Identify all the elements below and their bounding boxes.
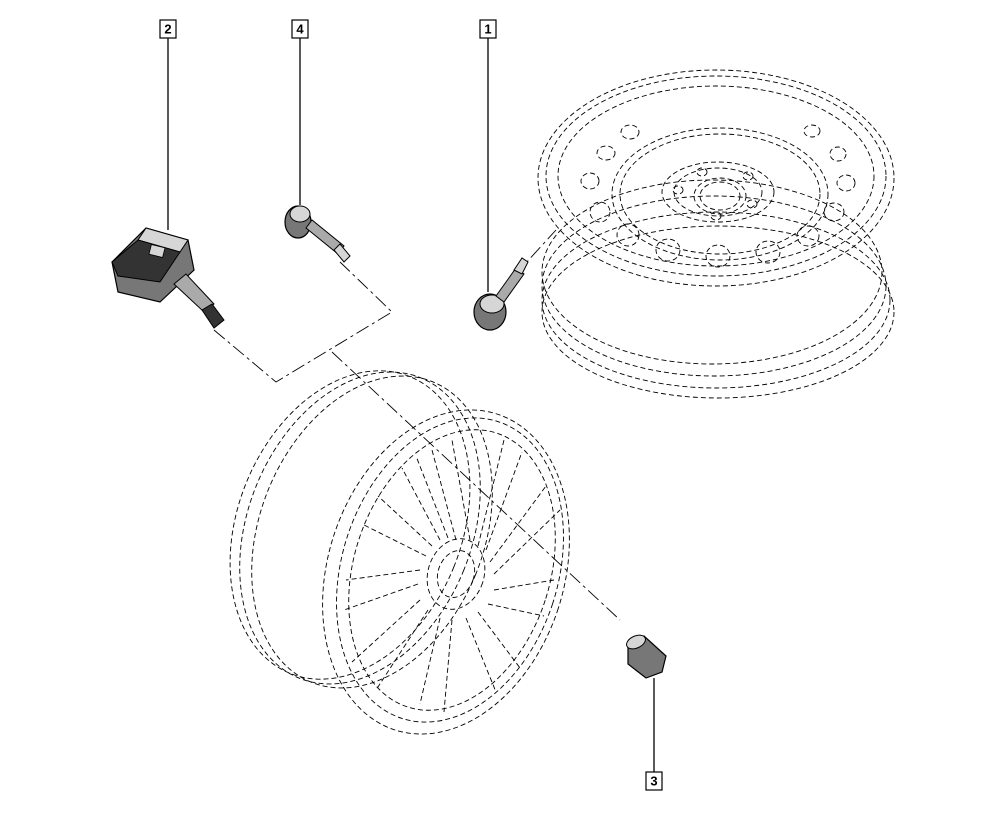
callout-4: 4 <box>291 19 309 39</box>
callout-3-label: 3 <box>650 774 657 789</box>
callout-1: 1 <box>479 19 497 39</box>
callout-2-label: 2 <box>164 22 171 37</box>
assembly-lines <box>213 229 621 621</box>
steel-wheel <box>537 69 895 399</box>
alloy-wheel <box>229 370 570 735</box>
steel-wheel-vent-holes <box>580 124 856 268</box>
valve-stem <box>284 205 351 263</box>
callout-3: 3 <box>645 771 663 791</box>
valve-cap <box>626 634 667 679</box>
steel-wheel-hub <box>661 161 775 223</box>
callout-2: 2 <box>159 19 177 39</box>
callout-1-label: 1 <box>484 22 491 37</box>
tpms-sensor <box>111 227 225 329</box>
valve-rubber <box>473 257 529 331</box>
alloy-wheel-spokes <box>343 439 561 713</box>
leader-lines <box>167 38 655 772</box>
callout-4-label: 4 <box>296 22 304 37</box>
